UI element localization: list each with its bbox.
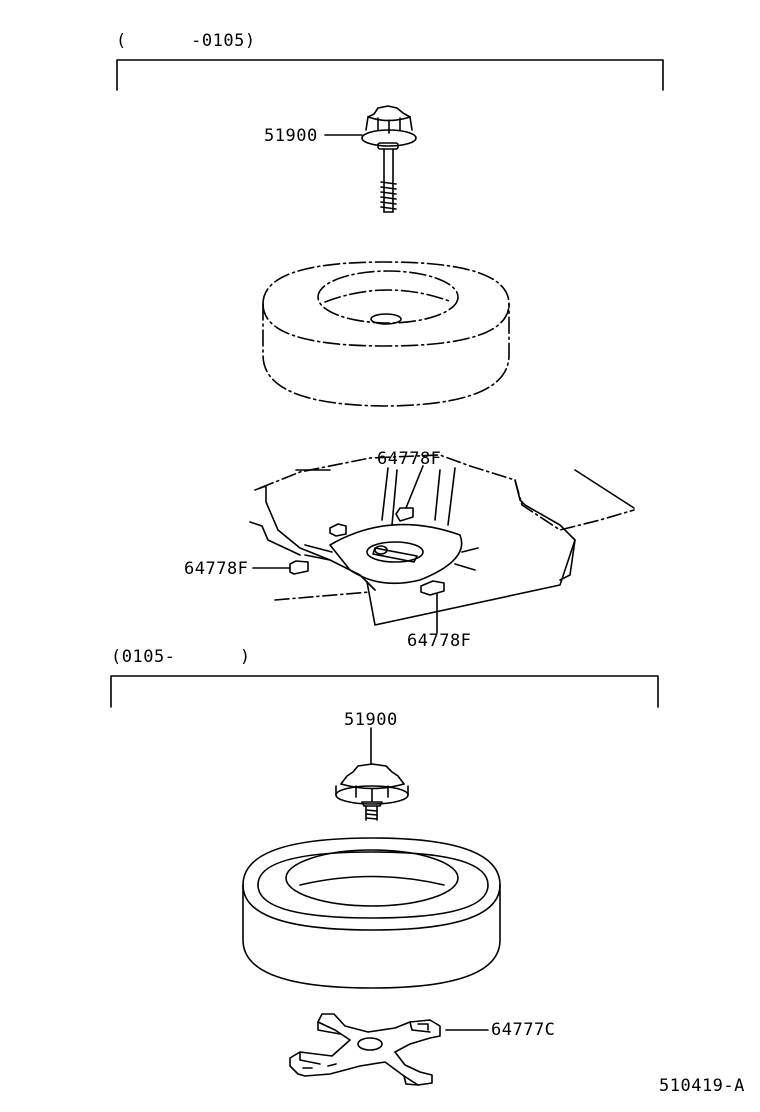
part-label-holder: 64777C [491, 1020, 556, 1040]
section-bracket-top [116, 59, 664, 91]
hold-down-bolt-bottom [335, 727, 409, 821]
part-label-bolt-bottom: 51900 [344, 710, 398, 730]
hold-down-bolt-top [324, 105, 417, 213]
tire-holder-64777c [289, 1013, 489, 1086]
figure-code: 510419-A [659, 1076, 745, 1096]
part-label-pad-3: 64778F [407, 631, 472, 651]
tire-hub-hole-top [370, 313, 402, 325]
part-label-pad-1: 64778F [377, 449, 442, 469]
part-label-bolt-top: 51900 [264, 126, 318, 146]
range-label-before: ( -0105) [116, 31, 256, 51]
part-label-pad-2: 64778F [184, 559, 249, 579]
pad-64778f-b [252, 560, 309, 575]
spare-tire-well-floor [249, 454, 635, 626]
floor-clip [329, 523, 347, 537]
pad-64778f-a [395, 465, 424, 522]
spare-tire-bottom [242, 837, 501, 989]
range-label-after: (0105- ) [111, 647, 251, 667]
spare-tire-top [262, 261, 510, 407]
pad-64778f-c [420, 580, 445, 634]
section-bracket-bottom [110, 675, 659, 708]
